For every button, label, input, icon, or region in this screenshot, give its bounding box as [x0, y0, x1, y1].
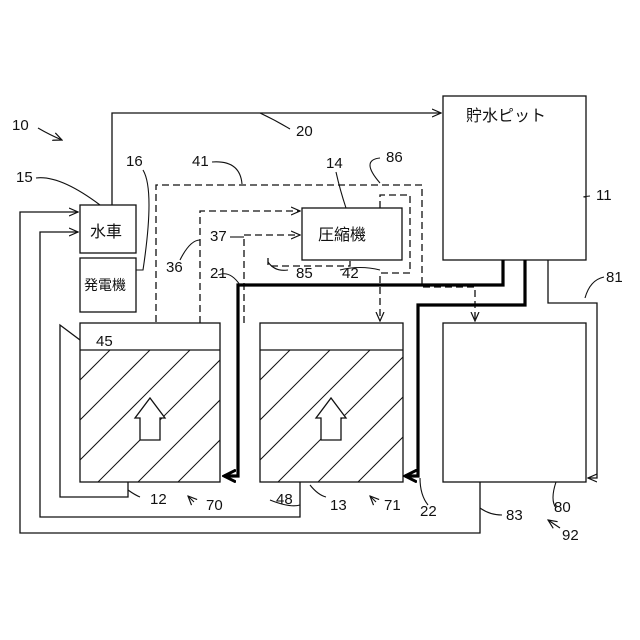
dashed-line-37: [244, 235, 300, 323]
ref-10: 10: [12, 117, 29, 134]
ref-45: 45: [96, 333, 113, 350]
tank-80: [443, 323, 586, 482]
ref-36: 36: [166, 259, 183, 276]
ref-37: 37: [210, 228, 227, 245]
ref-12: 12: [150, 491, 167, 508]
ref-13: 13: [330, 497, 347, 514]
ref-16: 16: [126, 153, 143, 170]
ref-48: 48: [276, 491, 293, 508]
ref-81: 81: [606, 269, 623, 286]
ref-92: 92: [562, 527, 579, 544]
ref-11: 11: [596, 187, 612, 204]
generator-label: 発電機: [84, 278, 126, 294]
ref-15: 15: [16, 169, 33, 186]
compressor-label: 圧縮機: [318, 225, 366, 244]
ref-83: 83: [506, 507, 523, 524]
ref-20: 20: [296, 123, 313, 140]
ref-14: 14: [326, 155, 343, 172]
ref-42: 42: [342, 265, 359, 282]
ref-21: 21: [210, 265, 227, 282]
ref-85: 85: [296, 265, 313, 282]
waterwheel-label: 水車: [90, 222, 122, 241]
pit-label: 貯水ピット: [466, 106, 546, 125]
ref-86: 86: [386, 149, 403, 166]
ref-22: 22: [420, 503, 437, 520]
ref-41: 41: [192, 153, 209, 170]
ref-71: 71: [384, 497, 401, 514]
ref-80: 80: [554, 499, 571, 516]
ref-70: 70: [206, 497, 223, 514]
